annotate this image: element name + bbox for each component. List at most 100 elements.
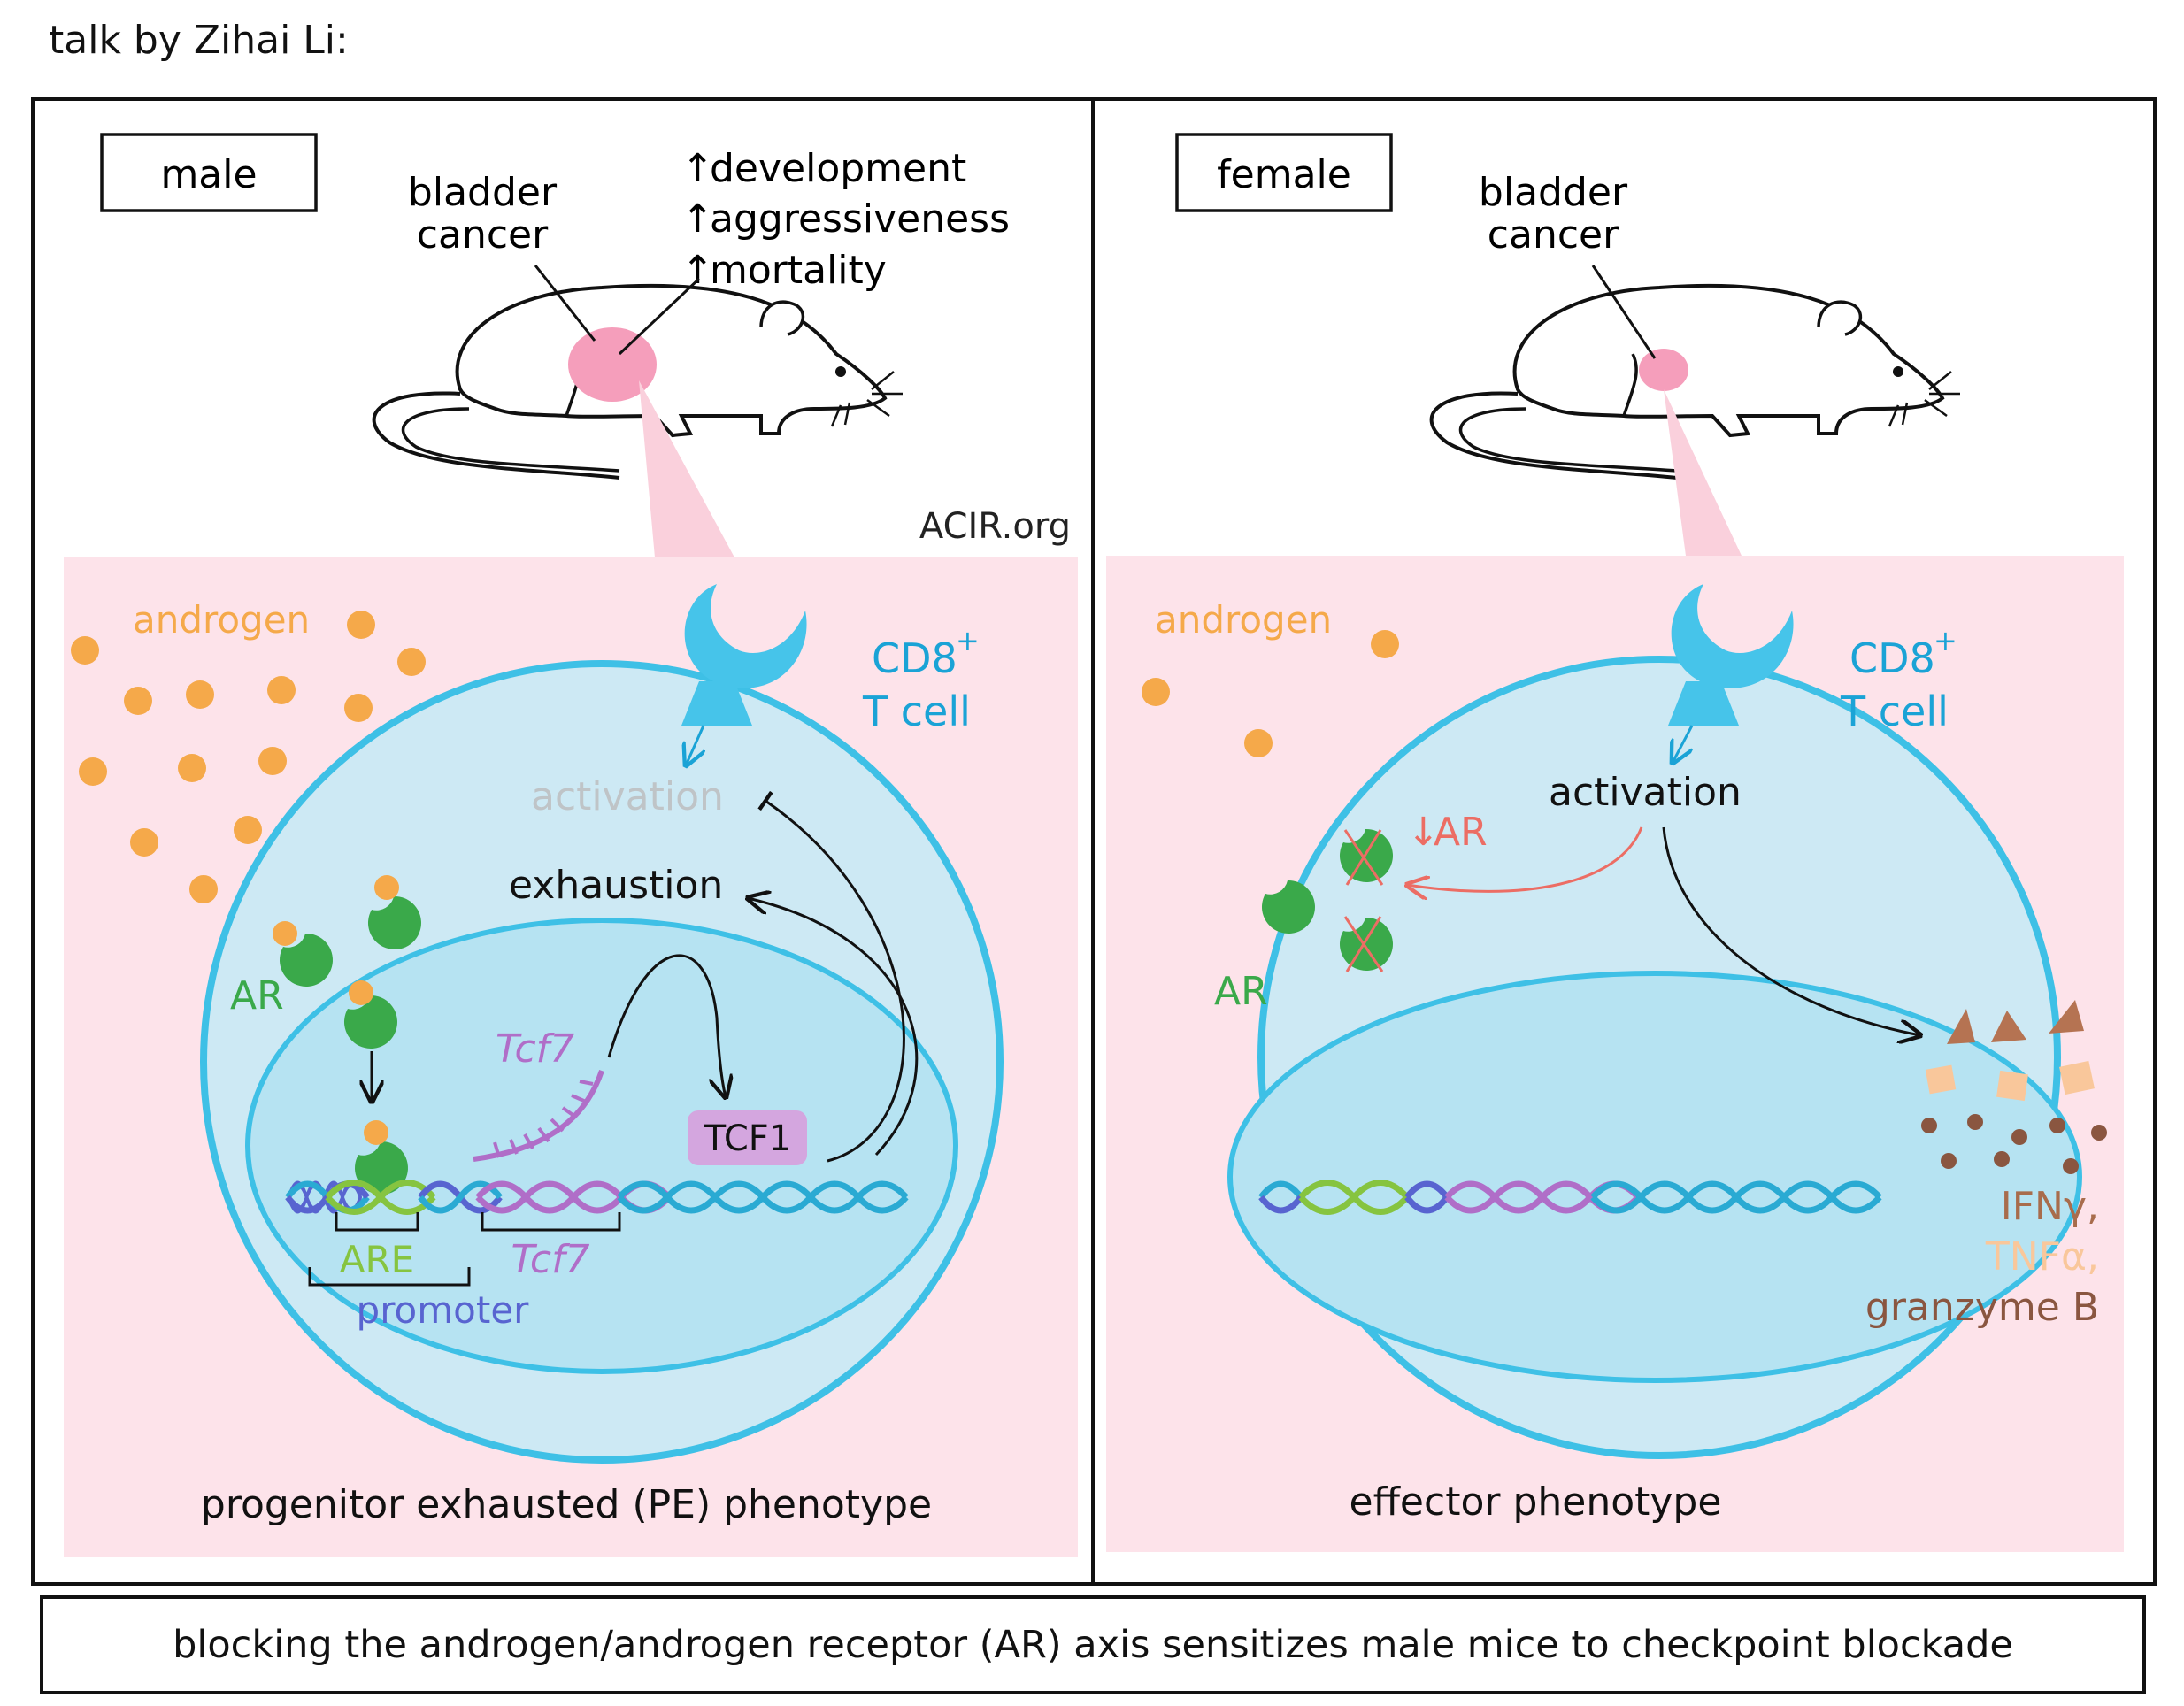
ar-receptor xyxy=(1339,917,1393,971)
tcf7-gene-label: Tcf7 xyxy=(511,1237,589,1282)
androgen-dot xyxy=(189,875,218,903)
male-zoom-wedge xyxy=(639,380,734,557)
female-nucleus xyxy=(1227,971,2082,1383)
granzyme-granule xyxy=(2091,1125,2107,1141)
cytokine-granules xyxy=(1921,1000,2107,1174)
female-tag-box xyxy=(1175,133,1393,212)
up-arrow-icon: ↑ xyxy=(681,196,714,242)
female-panel: female bladder cancer androgen CD8 + T c… xyxy=(1106,133,2124,1552)
female-activation: activation xyxy=(1549,770,1742,815)
cytokine-granzyme: granzyme B xyxy=(1865,1285,2099,1330)
female-androgen-label: androgen xyxy=(1155,598,1332,642)
androgen-dot xyxy=(130,828,158,857)
effect-mortality: mortality xyxy=(710,248,887,293)
translation-arrow xyxy=(607,954,726,1097)
summary-text: blocking the androgen/androgen receptor … xyxy=(173,1623,2013,1667)
granzyme-granule xyxy=(1941,1153,1957,1169)
ar-receptor xyxy=(1261,880,1315,934)
female-ar-down: AR xyxy=(1434,810,1488,855)
tcf1-protein xyxy=(688,1110,807,1165)
watermark: ACIR.org xyxy=(919,506,1071,547)
androgen-dot xyxy=(234,816,262,844)
female-cell-plus: + xyxy=(1934,624,1957,657)
female-dna xyxy=(1258,1180,1882,1215)
androgen-dot xyxy=(71,636,99,665)
androgen-dot xyxy=(178,754,206,782)
androgen-dot xyxy=(186,680,214,709)
tnfa-granule xyxy=(1925,1064,1957,1095)
androgen-dot xyxy=(344,694,373,722)
male-androgen-label: androgen xyxy=(133,598,310,642)
summary-box xyxy=(40,1595,2146,1694)
male-panel: male bladder cancer ↑ development ↑ aggr… xyxy=(64,133,1078,1557)
male-activation-arrow xyxy=(686,725,704,765)
female-ar-group xyxy=(1261,828,1393,972)
male-phenotype: progenitor exhausted (PE) phenotype xyxy=(201,1482,932,1527)
male-receptor xyxy=(681,584,807,726)
male-tumor xyxy=(568,327,657,402)
ifng-granule xyxy=(1947,1009,1975,1044)
androgen-dot xyxy=(258,747,287,775)
effect-aggressiveness: aggressiveness xyxy=(710,196,1010,242)
tnfa-granule xyxy=(2059,1060,2095,1095)
male-cell-cd8: CD8 xyxy=(872,634,957,682)
activation-downregulates-ar xyxy=(1407,826,1643,891)
tcf1-label: TCF1 xyxy=(704,1118,791,1159)
female-ar-label: AR xyxy=(1214,969,1268,1014)
male-dna xyxy=(285,1180,909,1215)
androgen-dot xyxy=(374,875,399,900)
activation-drives-cytokines xyxy=(1662,826,1920,1035)
male-activation: activation xyxy=(531,774,724,819)
male-cell-plus: + xyxy=(956,624,980,657)
female-androgen-dots xyxy=(1142,630,1399,757)
male-tag: male xyxy=(160,152,257,197)
androgen-dot xyxy=(1244,729,1273,757)
are-bracket xyxy=(335,1212,419,1232)
granzyme-granule xyxy=(1994,1151,2010,1167)
female-tumor xyxy=(1639,349,1688,391)
androgen-dot xyxy=(349,980,373,1005)
female-tumor-label-1: bladder xyxy=(1479,170,1628,215)
female-tag: female xyxy=(1217,152,1351,197)
tumor-pointer-line xyxy=(534,265,596,342)
female-receptor xyxy=(1668,584,1794,726)
tcf1-inhibits-activation xyxy=(757,790,905,1163)
ifng-granule xyxy=(2049,1000,2084,1034)
up-arrow-icon: ↑ xyxy=(681,146,714,191)
cytokine-ifng: IFNγ, xyxy=(2001,1184,2099,1229)
ar-degraded-icon xyxy=(1343,829,1384,886)
female-tumor-pointer-line xyxy=(1591,265,1657,359)
male-cell-tcell: T cell xyxy=(862,688,971,735)
male-nucleus xyxy=(245,918,958,1374)
female-activation-arrow xyxy=(1673,725,1694,763)
promoter-label: promoter xyxy=(357,1288,530,1332)
granzyme-granule xyxy=(2011,1129,2027,1145)
androgen-dot xyxy=(267,676,296,704)
male-exhaustion: exhaustion xyxy=(509,863,723,908)
granzyme-granule xyxy=(2063,1158,2079,1174)
female-mouse xyxy=(1429,283,1962,480)
male-tumor-label-1: bladder xyxy=(408,170,558,215)
androgen-dot xyxy=(1371,630,1399,658)
male-tag-box xyxy=(100,133,318,212)
androgen-dot xyxy=(124,687,152,715)
female-cell-cd8: CD8 xyxy=(1849,634,1935,682)
male-tumor-label-2: cancer xyxy=(417,212,549,257)
cytokine-tnfa: TNFα, xyxy=(1985,1234,2099,1280)
androgen-dot xyxy=(347,611,375,639)
male-ar-label: AR xyxy=(230,973,284,1018)
androgen-dot xyxy=(397,648,426,676)
female-zoom-wedge xyxy=(1664,389,1742,556)
are-label: ARE xyxy=(340,1238,414,1281)
ar-down-arrow-icon: ↓ xyxy=(1407,810,1440,855)
female-tumor-label-2: cancer xyxy=(1488,212,1619,257)
male-ar-group xyxy=(273,875,421,1195)
tnfa-granule xyxy=(1996,1070,2028,1102)
ar-receptor xyxy=(279,933,333,987)
effect-development: development xyxy=(710,146,966,191)
effects-pointer-line xyxy=(618,277,701,356)
androgen-dot xyxy=(273,921,297,946)
credit-text: talk by Zihai Li: xyxy=(49,18,349,63)
male-tcf7-rna-label: Tcf7 xyxy=(496,1026,574,1072)
